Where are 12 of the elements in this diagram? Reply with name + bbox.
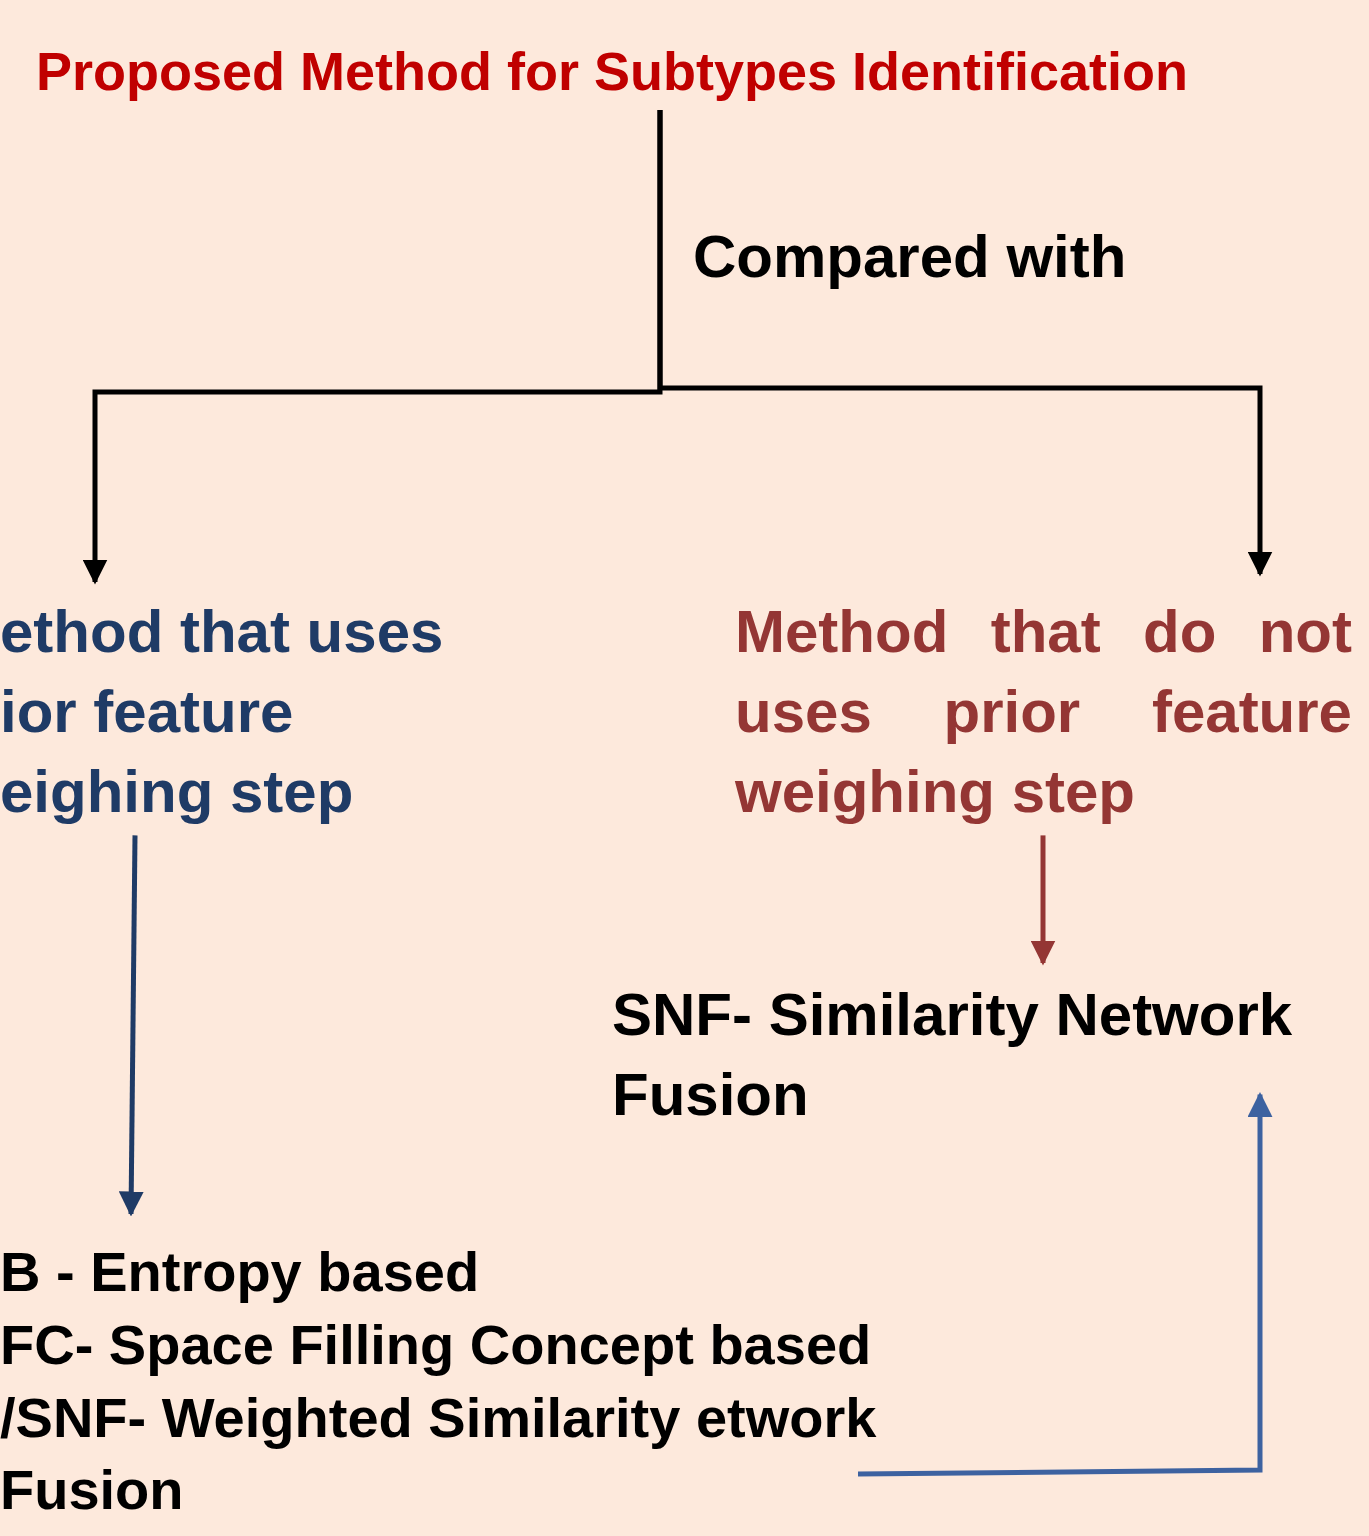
arrow bbox=[1030, 835, 1056, 966]
arrow bbox=[857, 1092, 1273, 1477]
node-text: SNF- Similarity Network Fusion bbox=[612, 980, 1294, 1130]
node-text: Proposed Method for Subtypes Identification bbox=[36, 40, 1190, 103]
node-text: ethod that uses ior feature eighing step bbox=[0, 597, 445, 827]
node-text: B - Entropy based bbox=[0, 1239, 481, 1305]
arrow bbox=[118, 835, 144, 1217]
edge-label: Compared with bbox=[693, 222, 1127, 291]
node-text: Method that do not uses prior feature weighing step bbox=[735, 597, 1352, 827]
node-text: /SNF- Weighted Similarity etwork Fusion bbox=[0, 1384, 878, 1524]
arrow bbox=[657, 110, 1273, 577]
node-text: FC- Space Filling Concept based bbox=[0, 1311, 873, 1378]
